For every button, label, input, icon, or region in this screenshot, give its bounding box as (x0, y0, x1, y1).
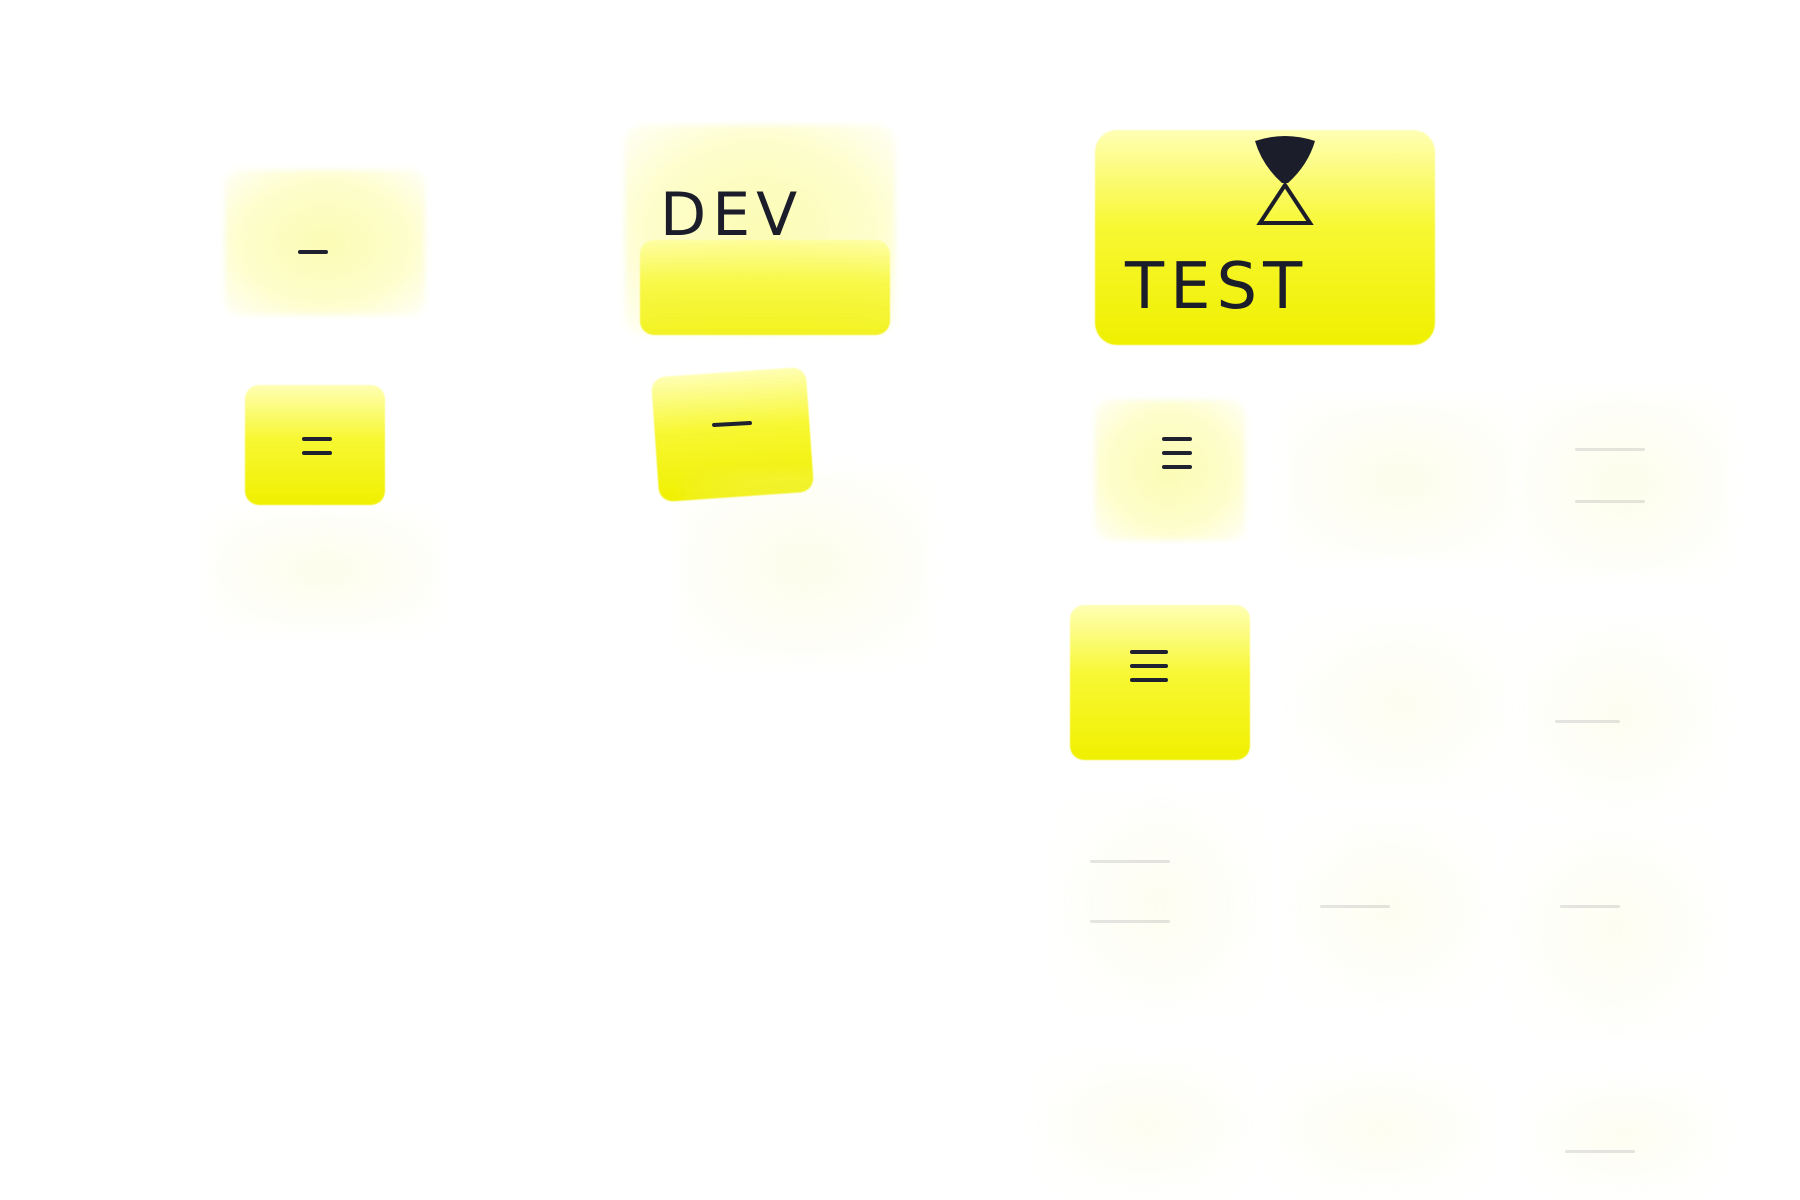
ghost-card-col5-1 (1520, 395, 1730, 575)
ghost-line-5 (1090, 920, 1170, 923)
ghost-line-2 (1575, 500, 1645, 503)
ghost-line-6 (1320, 905, 1390, 908)
ghost-card-col5-3 (1515, 830, 1715, 1030)
ghost-card-col5-4 (1530, 1080, 1720, 1190)
card-test-1-lines (1162, 437, 1192, 479)
ghost-card-backlog-2 (210, 510, 440, 630)
card-backlog-1[interactable] (245, 385, 385, 505)
ghost-card-col4-1 (1285, 400, 1515, 560)
ghost-line-7 (1560, 905, 1620, 908)
column-title-dev: DEV (660, 180, 804, 250)
hourglass-icon (1250, 135, 1320, 230)
ghost-card-col4-3 (1290, 820, 1490, 1000)
column-header-backlog[interactable] (225, 170, 425, 315)
ghost-line-4 (1090, 860, 1170, 863)
ghost-line-3 (1555, 720, 1620, 723)
card-test-1[interactable] (1095, 400, 1245, 540)
backlog-header-mark (298, 250, 328, 254)
ghost-card-col4-4 (1275, 1070, 1485, 1190)
ghost-card-test-3 (1060, 800, 1260, 1010)
column-title-test: TEST (1125, 250, 1309, 324)
card-backlog-1-lines (302, 437, 332, 465)
ghost-line-8 (1565, 1150, 1635, 1153)
card-test-2-lines (1130, 650, 1168, 692)
ghost-card-col4-2 (1290, 620, 1510, 790)
card-test-2[interactable] (1070, 605, 1250, 760)
column-header-dev-fill (640, 240, 890, 335)
column-header-test[interactable] (1095, 130, 1435, 345)
ghost-line-1 (1575, 448, 1645, 451)
ghost-card-test-4 (1040, 1060, 1250, 1190)
ghost-card-dev-2 (680, 470, 930, 660)
ghost-card-col5-2 (1520, 625, 1720, 805)
